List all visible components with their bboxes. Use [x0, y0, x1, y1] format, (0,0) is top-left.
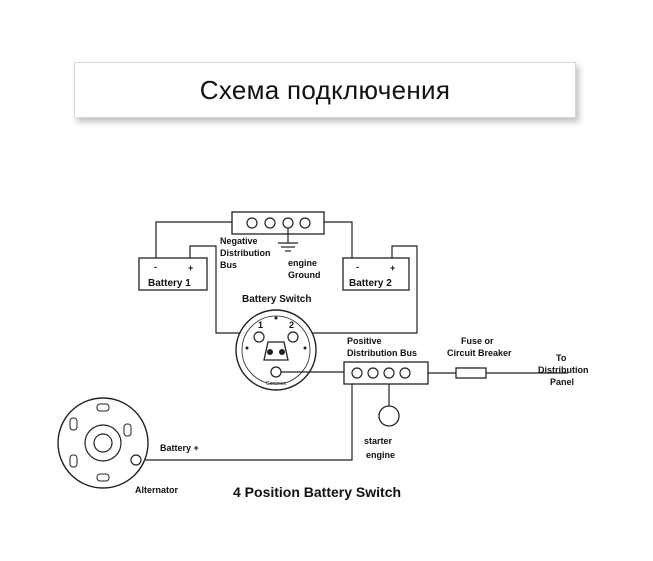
fuse-label: Fuse or Circuit Breaker [447, 336, 512, 358]
svg-text:engine: engine [366, 450, 395, 460]
diagram-caption: 4 Position Battery Switch [233, 484, 401, 500]
battery-2: - + Battery 2 [342, 257, 410, 291]
svg-text:Fuse or: Fuse or [461, 336, 494, 346]
svg-text:engine: engine [288, 258, 317, 268]
starter-terminal [378, 405, 400, 427]
page-title: Схема подключения [199, 74, 451, 105]
bus-terminal [282, 217, 294, 229]
battery-2-label: Battery 2 [349, 278, 392, 289]
switch-terminal-2 [287, 331, 299, 343]
negative-bus-label: Negative Distribution Bus [220, 236, 271, 270]
svg-text:Circuit Breaker: Circuit Breaker [447, 348, 512, 358]
alternator-label: Alternator [135, 485, 179, 495]
svg-text:To: To [556, 353, 567, 363]
battery-2-pos-label: + [390, 263, 395, 273]
fuse [455, 367, 487, 379]
svg-text:starter: starter [364, 436, 393, 446]
wire-battery1-pos [189, 245, 244, 334]
alternator-terminal [130, 454, 142, 466]
battery-switch-label: Battery Switch [242, 294, 311, 305]
svg-text:Distribution: Distribution [220, 248, 271, 258]
battery-switch: 1 2 Common [235, 309, 317, 391]
battery-1: - + Battery 1 [138, 257, 208, 291]
svg-text:Negative: Negative [220, 236, 258, 246]
switch-common-terminal [270, 366, 282, 378]
svg-text:Bus: Bus [220, 260, 237, 270]
switch-pos-2: 2 [289, 320, 294, 330]
bus-terminal [264, 217, 276, 229]
battery-plus-label: Battery + [160, 443, 199, 453]
svg-text:Panel: Panel [550, 377, 574, 387]
bus-terminal [299, 217, 311, 229]
switch-common-label: Common [266, 381, 287, 387]
wire-battery2-pos [308, 245, 418, 334]
switch-knob [263, 341, 289, 361]
svg-text:Ground: Ground [288, 270, 321, 280]
bus-terminal [367, 367, 379, 379]
battery-1-neg-label: - [154, 262, 157, 272]
wire-bus-alternator [140, 384, 353, 461]
bus-terminal [351, 367, 363, 379]
ground-symbol [278, 228, 298, 252]
svg-text:Distribution Bus: Distribution Bus [347, 348, 417, 358]
bus-terminal [399, 367, 411, 379]
switch-pos-1: 1 [258, 320, 263, 330]
bus-terminal [383, 367, 395, 379]
battery-2-neg-label: - [356, 262, 359, 272]
battery-1-pos-label: + [188, 263, 193, 273]
svg-text:Distribution: Distribution [538, 365, 589, 375]
switch-terminal-1 [253, 331, 265, 343]
positive-bus-label: Positive Distribution Bus [347, 336, 417, 358]
engine-ground-label: engine Ground [288, 258, 321, 280]
wire-neg-battery2 [324, 221, 353, 258]
bus-terminal [246, 217, 258, 229]
battery-1-label: Battery 1 [148, 278, 191, 289]
negative-distribution-bus [231, 211, 325, 235]
svg-text:Positive: Positive [347, 336, 382, 346]
wire-neg-battery1 [155, 221, 232, 258]
starter-label: starter engine [364, 436, 395, 460]
to-panel-label: To Distribution Panel [538, 353, 589, 387]
alternator [57, 397, 149, 489]
positive-distribution-bus [343, 361, 429, 385]
title-banner: Схема подключения [74, 62, 576, 118]
